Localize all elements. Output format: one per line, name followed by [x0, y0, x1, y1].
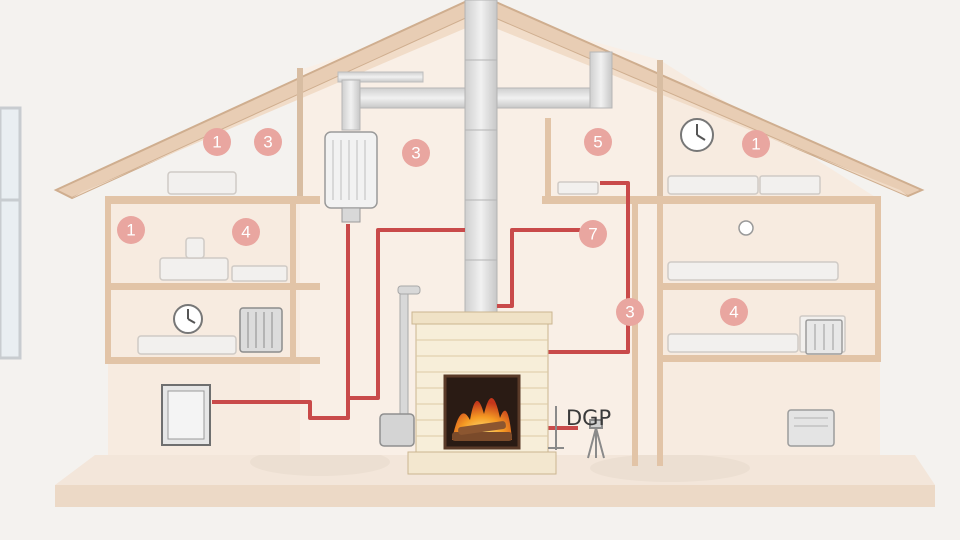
zone-badge: 7 [579, 220, 607, 248]
svg-text:3: 3 [411, 144, 420, 163]
zone-badges: 1 3 3 5 1 1 4 7 [117, 128, 770, 326]
svg-text:7: 7 [588, 225, 597, 244]
radiator-icon [239, 307, 283, 353]
heating-pipes [212, 181, 630, 430]
clock-icon [680, 118, 714, 152]
left-wing-floors [105, 196, 320, 364]
svg-text:1: 1 [126, 221, 135, 240]
dgp-label: DGP [566, 406, 611, 430]
svg-text:1: 1 [751, 135, 760, 154]
zone-badge: 3 [254, 128, 282, 156]
zone-badge: 4 [232, 218, 260, 246]
wall-lamp-icon [738, 220, 754, 236]
svg-text:4: 4 [241, 223, 250, 242]
svg-text:5: 5 [593, 133, 602, 152]
fireplace-icon [407, 311, 557, 475]
right-wing-floors [542, 118, 881, 466]
chimney-icon [464, 0, 498, 313]
svg-text:3: 3 [263, 133, 272, 152]
panel-heater-icon [161, 384, 211, 446]
zone-badge: 3 [616, 298, 644, 326]
zone-badge: 1 [203, 128, 231, 156]
zone-badge: 5 [584, 128, 612, 156]
zone-badge: 4 [720, 298, 748, 326]
heater-icon [787, 409, 835, 447]
zone-badge: 1 [117, 216, 145, 244]
svg-text:4: 4 [729, 303, 738, 322]
zone-badge: 3 [402, 139, 430, 167]
window [0, 106, 22, 360]
radiator-icon [805, 319, 843, 355]
svg-text:1: 1 [212, 133, 221, 152]
boiler-icon [324, 131, 378, 223]
tripod-sensor-icon [548, 406, 605, 459]
svg-text:3: 3 [625, 303, 634, 322]
vent-pipe [379, 285, 421, 447]
roof [53, 0, 925, 200]
zone-badge: 1 [742, 130, 770, 158]
clock-icon [173, 304, 203, 334]
